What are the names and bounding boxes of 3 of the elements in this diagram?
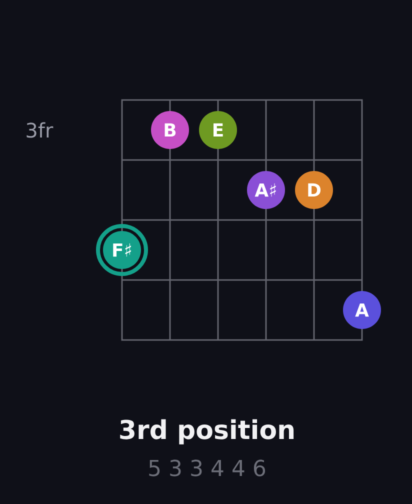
fret-label: 3fr <box>26 122 54 138</box>
title: 3rd position <box>120 419 294 444</box>
fret-numbers: 5 3 3 4 4 6 <box>149 460 266 476</box>
